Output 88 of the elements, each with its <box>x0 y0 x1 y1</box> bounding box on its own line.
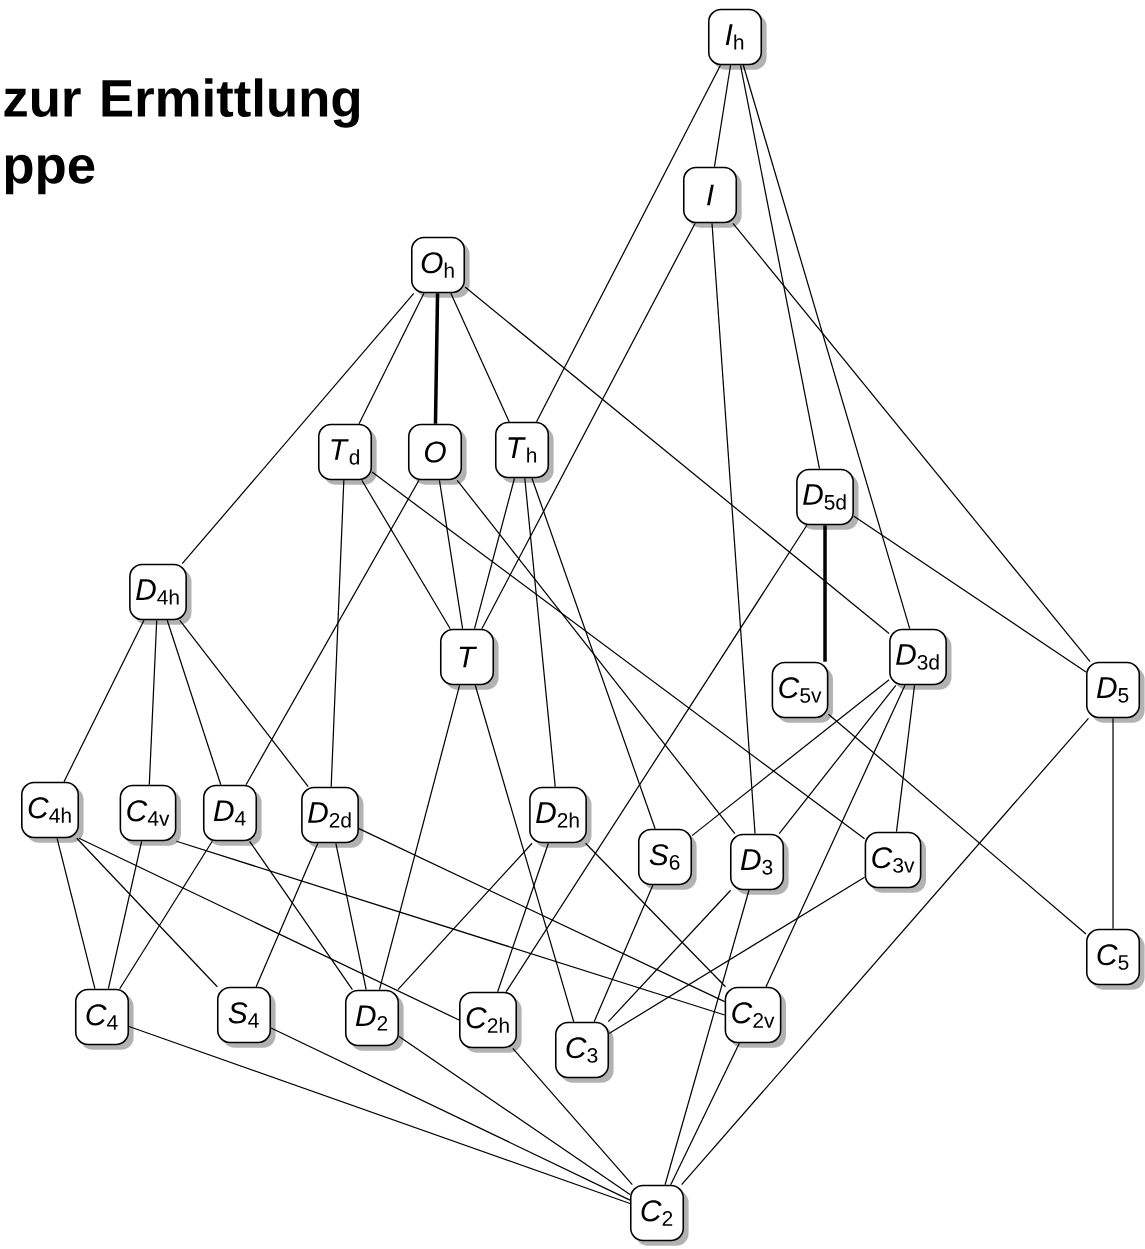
group-box: S$_{6}$ <box>637 828 697 890</box>
connector-line <box>778 684 897 835</box>
group-box: S$_{4}$ <box>216 986 276 1048</box>
group-box: C$_{3}$ <box>554 1021 614 1083</box>
connector-line <box>474 684 575 1023</box>
connector-line <box>78 837 460 1021</box>
connector-line <box>450 292 510 423</box>
group-box: D$_{2h}$ <box>529 786 592 848</box>
group-box: O$_{h}$ <box>410 236 470 298</box>
connector-line <box>179 619 309 788</box>
group-box: D$_{5}$ <box>1086 661 1145 723</box>
connector-line <box>107 840 143 990</box>
connector-line <box>166 619 222 786</box>
connector-line <box>473 477 516 630</box>
connector-line <box>397 842 533 991</box>
group-box: C$_{2}$ <box>629 1184 689 1246</box>
connector-line <box>358 292 425 425</box>
group-box: T$_{d}$ <box>317 423 377 485</box>
connector-line <box>378 684 461 991</box>
connector-line <box>732 222 1091 663</box>
connector-line <box>713 64 732 168</box>
connector-line <box>148 619 158 786</box>
group-box: I <box>682 166 742 228</box>
connector-line <box>270 1027 631 1201</box>
group-box: D$_{3}$ <box>729 833 789 895</box>
connector-line <box>497 842 549 993</box>
group-box: O <box>407 423 467 485</box>
connector-line <box>398 1035 631 1196</box>
connector-line <box>739 64 821 470</box>
connector-line <box>128 1025 631 1205</box>
group-box: C$_{4}$ <box>74 988 134 1050</box>
group-box: D$_{2}$ <box>344 989 404 1051</box>
connector-line <box>608 876 866 1035</box>
group-box: T$_{h}$ <box>494 421 554 483</box>
connector-line <box>664 889 750 1186</box>
connector-line <box>456 479 736 835</box>
connector-line <box>823 525 827 662</box>
connector-line <box>433 293 440 424</box>
connector-line <box>371 471 866 840</box>
connector-line <box>531 477 656 830</box>
group-box: C$_{2h}$ <box>459 991 522 1053</box>
connector-line <box>827 713 1087 935</box>
group-box: C$_{5}$ <box>1086 928 1145 990</box>
connector-line <box>895 684 916 833</box>
connector-line <box>255 842 319 988</box>
connector-line <box>335 842 367 991</box>
connector-line <box>512 1047 633 1186</box>
group-box: C$_{2v}$ <box>724 986 786 1048</box>
group-box: D$_{3d}$ <box>889 628 952 690</box>
group-box: C$_{4v}$ <box>119 784 181 846</box>
connector-line <box>438 479 464 630</box>
connector-line <box>56 837 96 990</box>
connector-line <box>765 684 906 988</box>
connector-line <box>481 222 696 630</box>
connector-line <box>742 64 911 630</box>
connector-line <box>1112 717 1114 930</box>
group-box: I$_{h}$ <box>707 8 767 70</box>
group-box: C$_{5v}$ <box>771 661 833 723</box>
connector-line <box>691 679 890 837</box>
connector-line <box>248 840 354 991</box>
connector-line <box>670 1042 740 1186</box>
connector-line <box>711 222 756 835</box>
connector-line <box>524 477 556 788</box>
title: zur Ermittlung ppe <box>4 78 360 195</box>
connector-line <box>358 828 726 1003</box>
connector-line <box>853 515 1087 673</box>
connector-line <box>119 840 213 990</box>
connector-line <box>593 884 654 1023</box>
group-box: D$_{2d}$ <box>301 786 364 848</box>
connector-line <box>681 717 1090 1186</box>
group-box: C$_{3v}$ <box>864 831 926 893</box>
connector-line <box>245 479 420 786</box>
connector-line <box>535 64 722 423</box>
group-box: D$_{4h}$ <box>129 563 192 625</box>
connector-line <box>330 479 345 788</box>
group-box: D$_{4}$ <box>202 784 262 846</box>
connector-line <box>181 292 415 565</box>
connector-line <box>63 619 145 783</box>
connector-line <box>464 286 890 635</box>
connector-line <box>76 837 218 988</box>
connector-line <box>607 889 732 1023</box>
group-box: C$_{4h}$ <box>21 781 84 843</box>
group-box: T <box>439 628 499 690</box>
group-box: D$_{5d}$ <box>796 468 859 530</box>
connector-line <box>505 524 808 993</box>
connector-line <box>584 842 727 988</box>
connector-line <box>361 479 451 630</box>
connector-line <box>175 840 726 1016</box>
